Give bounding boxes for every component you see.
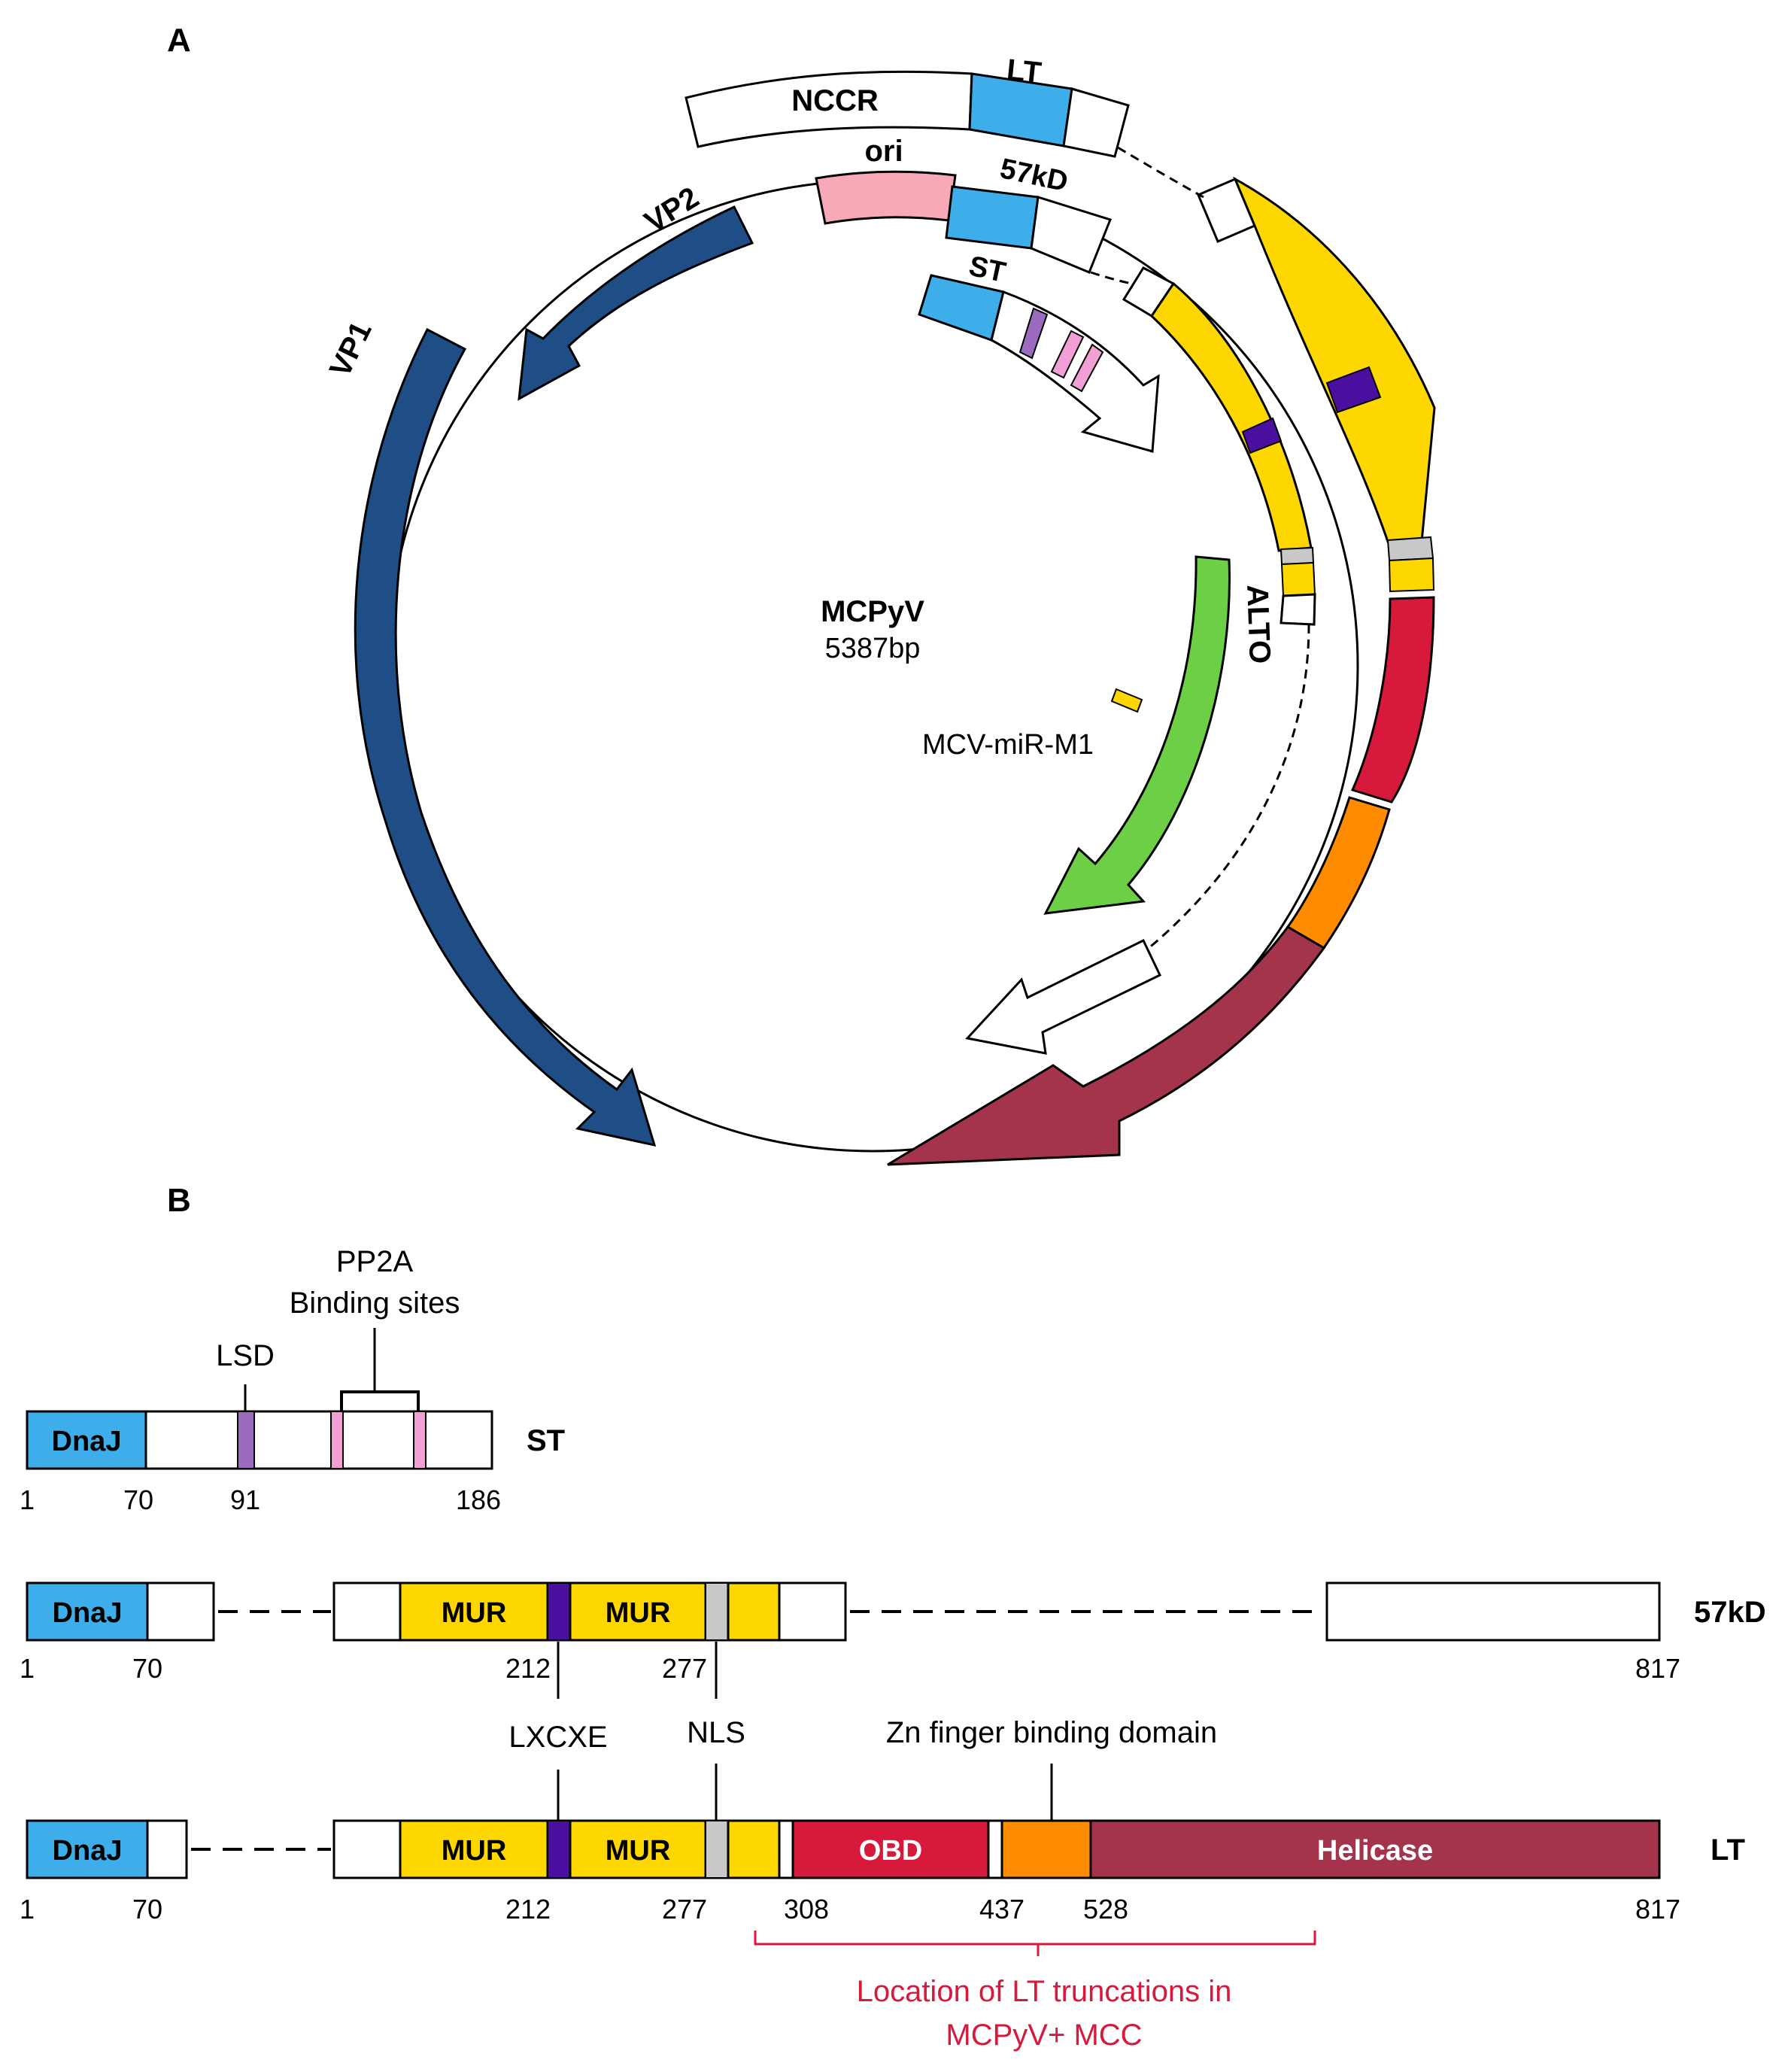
lt-helicase-arrow: [887, 925, 1326, 1166]
lt-helicase-domain: [1089, 1819, 1661, 1879]
kd57-mur-tail: [1280, 561, 1316, 597]
ori-box: [815, 170, 957, 225]
lt-zn-outer-segment: [1286, 796, 1391, 950]
kd57-mur1-domain: [399, 1581, 549, 1642]
st-tick-91: 91: [230, 1484, 260, 1515]
lt-mur-tail: [727, 1819, 781, 1879]
lt-nls-mark: [705, 1820, 729, 1879]
vp2-arrow: [518, 205, 754, 401]
kd57-mur-tail: [727, 1581, 781, 1642]
lt-zn-domain: [1000, 1819, 1092, 1879]
lsd-label: LSD: [216, 1339, 275, 1372]
truncation-label-line1: Location of LT truncations in: [857, 1975, 1232, 2008]
lt-tick-817: 817: [1635, 1894, 1680, 1925]
st-tick-1: 1: [20, 1484, 35, 1515]
st-label: ST: [966, 251, 1008, 289]
kd57-exon1-dnaj-box: [945, 185, 1040, 250]
lt-name: LT: [1711, 1834, 1745, 1867]
mirna-label: MCV-miR-M1: [922, 729, 1094, 761]
st-tick-70: 70: [123, 1484, 153, 1515]
st-lsd-domain: [237, 1411, 255, 1469]
kd57-label: 57kD: [997, 153, 1071, 198]
lt-mur2-label: MUR: [606, 1835, 671, 1867]
st-arrow: [990, 290, 1160, 453]
lt-nls-outer-mark: [1386, 536, 1434, 562]
lt-lxcxe-mark: [547, 1820, 571, 1879]
truncation-label-line2: MCPyV+ MCC: [946, 2019, 1142, 2052]
st-pp2a-site-2: [413, 1411, 427, 1469]
lt-helicase-label: Helicase: [1317, 1835, 1433, 1867]
panel-a-label: A: [167, 22, 191, 59]
kd57-mur-segment: [1150, 281, 1313, 552]
st-name: ST: [527, 1424, 565, 1457]
kd57-dnaj-label: DnaJ: [53, 1597, 123, 1629]
lt-tick-528: 528: [1083, 1894, 1128, 1925]
kd57-mur1-label: MUR: [442, 1597, 507, 1629]
kd57-name: 57kD: [1694, 1596, 1766, 1629]
lt-mur1-domain: [399, 1819, 549, 1879]
lt-dnaj-label: DnaJ: [53, 1835, 123, 1867]
kd57-tick-817: 817: [1635, 1653, 1680, 1684]
kd57-lxcxe-mark: [1241, 417, 1283, 454]
lxcxe-label: LXCXE: [508, 1721, 607, 1754]
st-pp2a-site-1: [330, 1411, 344, 1469]
kd57-nls-mark: [1280, 546, 1315, 566]
lt-mur-outer-tail: [1388, 557, 1435, 593]
kd57-tick-277: 277: [662, 1653, 707, 1684]
vp1-arrow: [354, 327, 657, 1147]
lt-tick-308: 308: [784, 1894, 829, 1925]
st-lsd-mark: [1018, 307, 1049, 360]
lt-tick-1: 1: [20, 1894, 35, 1925]
kd57-exon2-end-box: [1280, 593, 1316, 626]
genome-size: 5387bp: [825, 633, 921, 664]
vp1-label: VP1: [323, 317, 378, 382]
lt-tick-70: 70: [132, 1894, 162, 1925]
kd57-dnaj-domain: [26, 1581, 149, 1642]
kd57-mur2-domain: [569, 1581, 707, 1642]
genome-name: MCPyV: [821, 595, 924, 628]
st-tick-186: 186: [456, 1484, 501, 1515]
alto-arrow: [1043, 555, 1231, 915]
lt-tick-277: 277: [662, 1894, 707, 1925]
panel-b-label: B: [167, 1182, 191, 1219]
nccr-label: NCCR: [791, 84, 879, 117]
kd57-nls-mark: [705, 1582, 729, 1641]
lt-dnaj-domain: [26, 1819, 149, 1879]
lt-obd-label: OBD: [859, 1835, 922, 1867]
nls-label: NLS: [687, 1716, 745, 1749]
lt-exon1-white-box: [1062, 87, 1130, 158]
kd57-mur2-label: MUR: [606, 1597, 671, 1629]
st-pp2a-mark-2: [1070, 343, 1104, 393]
lt-label: LT: [1005, 53, 1043, 90]
kd57-exon1-white-box: [1030, 196, 1112, 274]
st-dnaj-domain: [26, 1410, 147, 1470]
kd57-exon3-arrow: [965, 938, 1161, 1055]
zn-label: Zn finger binding domain: [886, 1716, 1217, 1749]
lt-tick-212: 212: [505, 1894, 551, 1925]
st-dnaj-label: DnaJ: [52, 1426, 122, 1457]
kd57-tick-212: 212: [505, 1653, 551, 1684]
pp2a-label-line1: PP2A: [336, 1245, 414, 1278]
pp2a-label-line2: Binding sites: [290, 1287, 460, 1320]
lt-lxcxe-outer-mark: [1325, 366, 1382, 414]
lt-tick-437: 437: [979, 1894, 1025, 1925]
kd57-tick-1: 1: [20, 1653, 35, 1684]
lt-obd-outer-segment: [1350, 596, 1435, 804]
ori-label: ori: [864, 135, 903, 168]
lt-mur2-domain: [569, 1819, 707, 1879]
truncation-bracket: [754, 1931, 1316, 1956]
kd57-lxcxe-mark: [547, 1582, 571, 1641]
st-pp2a-mark-1: [1050, 330, 1085, 379]
kd57-exon3-bar: [1325, 1581, 1661, 1642]
mirna-mark: [1110, 688, 1143, 713]
lt-mur1-label: MUR: [442, 1835, 507, 1867]
lt-splice-dashed-line: [1117, 146, 1204, 199]
pp2a-bracket: [340, 1390, 420, 1413]
alto-label: ALTO: [1240, 584, 1276, 664]
kd57-tick-70: 70: [132, 1653, 162, 1684]
lt-obd-domain: [791, 1819, 990, 1879]
